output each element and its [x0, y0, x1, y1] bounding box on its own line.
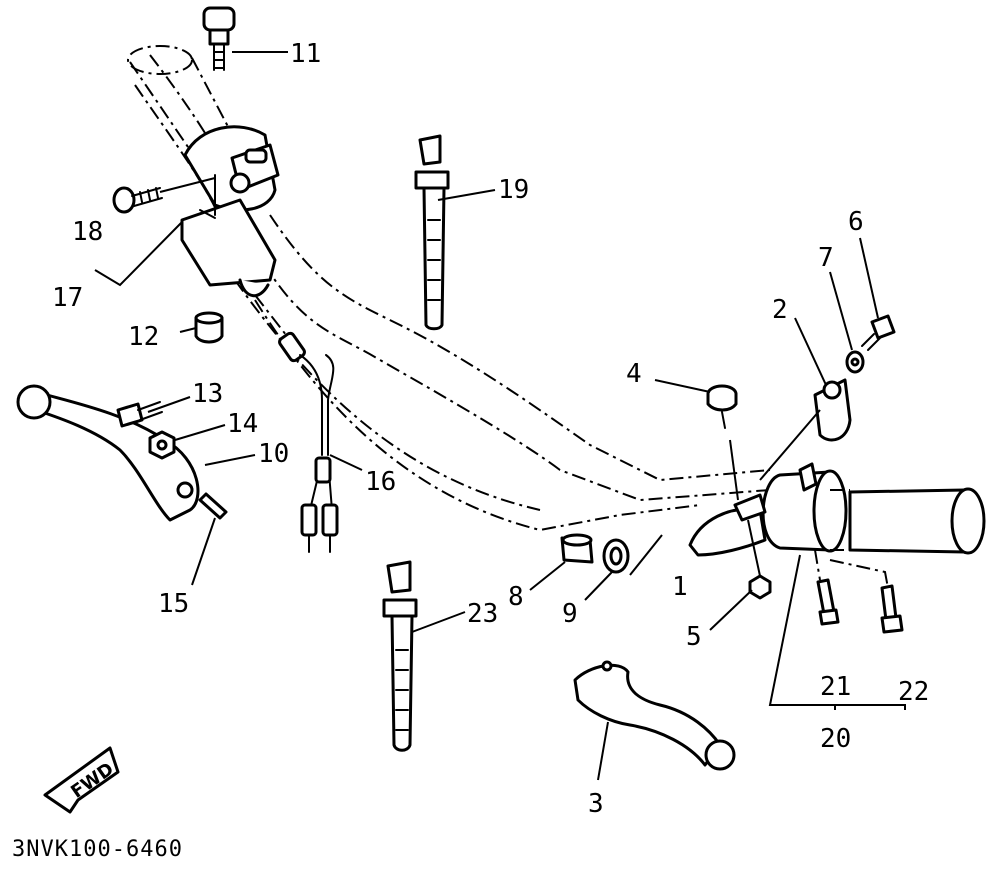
part-9-washer — [602, 538, 630, 574]
callout-10: 10 — [258, 439, 289, 469]
fwd-arrow: FWD — [43, 746, 120, 814]
callout-22: 22 — [898, 677, 929, 707]
part-22-screw — [880, 584, 904, 634]
callout-18: 18 — [72, 217, 103, 247]
part-17-left-holder — [180, 125, 280, 298]
callout-11: 11 — [290, 39, 321, 69]
callout-5: 5 — [686, 622, 702, 652]
bracket-20 — [768, 554, 906, 710]
callout-8: 8 — [508, 582, 524, 612]
part-12-cap — [194, 311, 224, 344]
callout-3: 3 — [588, 789, 604, 819]
diagram-code: 3NVK100-6460 — [12, 837, 183, 862]
part-8-collar — [560, 533, 594, 564]
part-19-cable-tie — [414, 134, 450, 331]
part-15-pin — [198, 492, 228, 520]
part-18-screw — [112, 177, 216, 214]
callout-7: 7 — [818, 243, 834, 273]
part-20-throttle-assembly — [761, 462, 986, 555]
callout-20: 20 — [820, 724, 851, 754]
callout-4: 4 — [626, 359, 642, 389]
part-2-clamp — [759, 378, 852, 481]
callout-13: 13 — [192, 379, 223, 409]
callout-19: 19 — [498, 175, 529, 205]
callout-12: 12 — [128, 322, 159, 352]
left-grip — [127, 45, 236, 151]
part-13-bolt — [116, 401, 163, 428]
callout-16: 16 — [365, 467, 396, 497]
part-1-right-holder — [688, 439, 767, 557]
part-4-screw — [706, 384, 738, 429]
callout-17: 17 — [52, 283, 83, 313]
part-14-nut — [148, 430, 176, 460]
callout-6: 6 — [848, 207, 864, 237]
callout-21: 21 — [820, 672, 851, 702]
part-23-cable-tie — [382, 560, 418, 752]
part-6-bolt — [861, 314, 896, 351]
part-10-left-lever — [16, 384, 200, 522]
callout-9: 9 — [562, 599, 578, 629]
callout-2: 2 — [772, 295, 788, 325]
callout-14: 14 — [227, 409, 258, 439]
callout-1: 1 — [672, 572, 688, 602]
part-11-bolt — [202, 6, 236, 71]
callout-23: 23 — [467, 599, 498, 629]
part-7-washer — [845, 350, 865, 374]
callouts: 11 19 18 17 12 13 14 10 15 16 23 8 9 4 2… — [52, 39, 929, 819]
part-21-screw — [816, 578, 840, 626]
part-3-right-lever — [573, 660, 736, 771]
leader-lines — [94, 51, 879, 781]
part-16-cable — [254, 294, 339, 553]
callout-15: 15 — [158, 589, 189, 619]
part-5-nut — [747, 519, 772, 600]
